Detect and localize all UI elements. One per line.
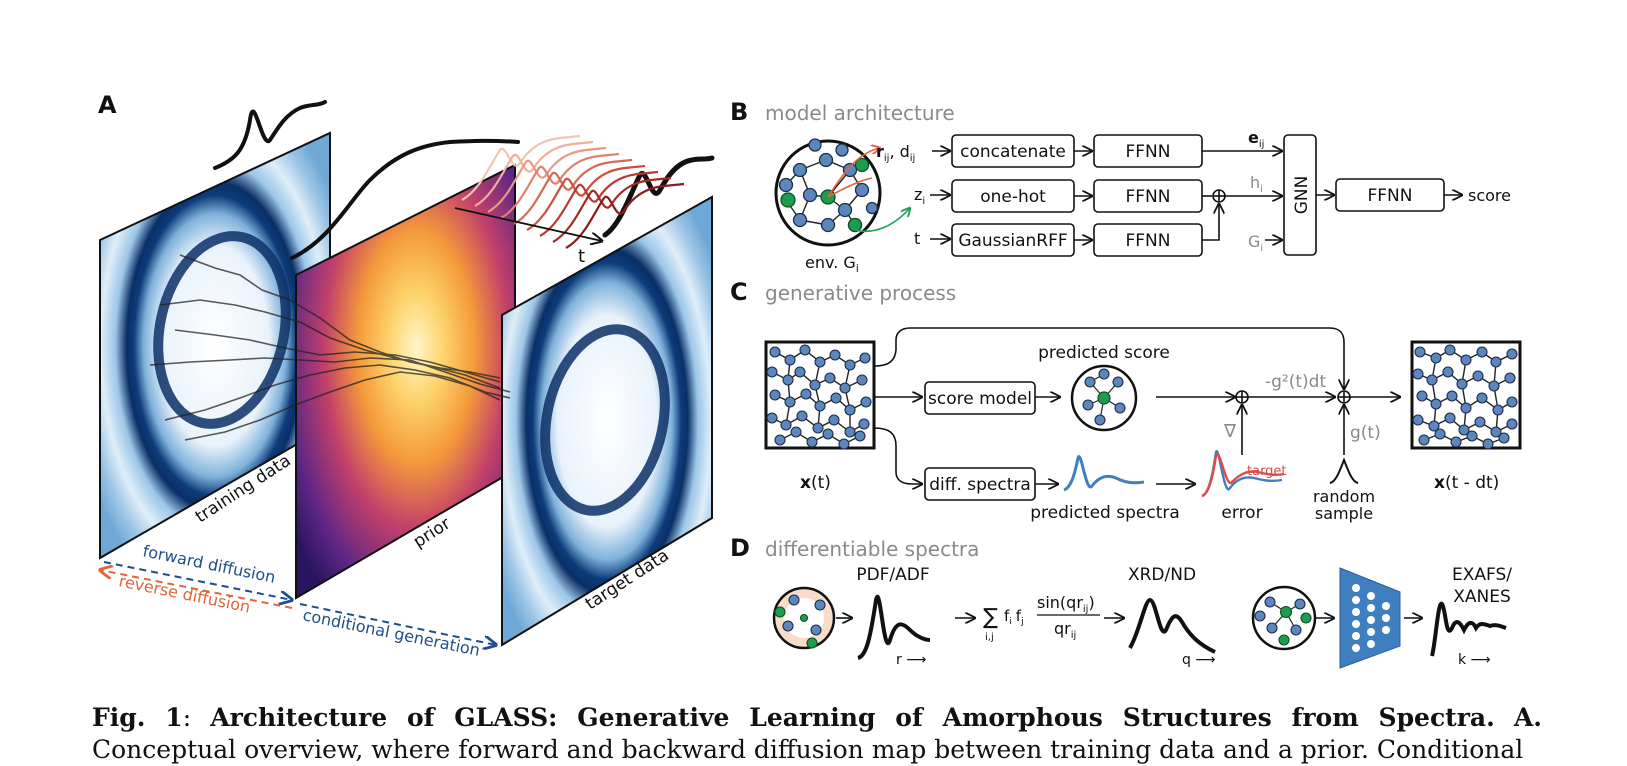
sum-node-1 bbox=[1235, 390, 1249, 404]
xanes-label: XANES bbox=[1453, 587, 1511, 607]
predicted-score-graph bbox=[1070, 364, 1138, 432]
random-sample-curve bbox=[1329, 457, 1359, 484]
conditional-generation-label: conditional generation bbox=[301, 605, 481, 660]
diff-spectra-box: diff. spectra bbox=[924, 467, 1036, 501]
panel-d: D differentiable spectra PDF/ADF r ⟶ ∑ i… bbox=[730, 534, 1512, 669]
ffnn-box-output: FFNN bbox=[1335, 178, 1445, 212]
svg-text:score model: score model bbox=[928, 389, 1032, 409]
caption-text: Conceptual overview, where forward and b… bbox=[92, 735, 1524, 764]
sum-node-2 bbox=[1337, 390, 1351, 404]
input-t: t bbox=[914, 229, 920, 248]
gt-label: g(t) bbox=[1350, 423, 1381, 443]
one-hot-box: one-hot bbox=[951, 179, 1075, 213]
panel-d-title: differentiable spectra bbox=[765, 537, 979, 561]
svg-text:FFNN: FFNN bbox=[1126, 231, 1171, 251]
panel-b-title: model architecture bbox=[765, 101, 955, 125]
input-rij-dij: rij, dij bbox=[876, 142, 915, 164]
figure-1: A bbox=[0, 91, 1522, 669]
time-axis-label: t bbox=[578, 246, 585, 267]
env-label: env. Gi bbox=[805, 253, 859, 275]
diffusion-trajectories bbox=[149, 254, 511, 441]
target-data-plane bbox=[501, 195, 713, 647]
edge-gi: Gi bbox=[1248, 232, 1263, 254]
edge-eij: eij bbox=[1248, 128, 1264, 150]
caption-title: Architecture of GLASS: Generative Learni… bbox=[210, 703, 1495, 732]
panel-c: C generative process x(t) bbox=[730, 278, 1522, 523]
exafs-structure bbox=[1251, 585, 1317, 651]
k-axis-label: k ⟶ bbox=[1458, 652, 1491, 668]
svg-text:GNN: GNN bbox=[1292, 176, 1312, 215]
time-axis-arrow bbox=[454, 207, 602, 241]
svg-text:concatenate: concatenate bbox=[960, 142, 1066, 162]
svg-text:FFNN: FFNN bbox=[1368, 186, 1413, 206]
sample-label: sample bbox=[1315, 504, 1373, 523]
svg-text:sin(qrij): sin(qrij) bbox=[1037, 593, 1095, 615]
gaussian-rff-box: GaussianRFF bbox=[951, 223, 1075, 257]
predicted-spectra-label: predicted spectra bbox=[1030, 503, 1180, 523]
exafs-curve bbox=[1430, 601, 1507, 657]
forward-diffusion-arrow bbox=[103, 561, 292, 600]
spectrum-curves bbox=[213, 100, 715, 260]
panel-a: A bbox=[98, 91, 715, 660]
caption-fig-number: Fig. 1 bbox=[92, 703, 183, 732]
panel-a-letter: A bbox=[98, 91, 117, 119]
error-plot bbox=[1201, 450, 1285, 498]
pdf-curve bbox=[857, 594, 931, 660]
xtdt-label: x(t - dt) bbox=[1434, 473, 1499, 493]
random-label: random bbox=[1313, 487, 1375, 506]
q-axis-label: q ⟶ bbox=[1182, 652, 1215, 668]
panel-b-letter: B bbox=[730, 98, 748, 126]
gnn-box: GNN bbox=[1283, 134, 1317, 256]
structure-xtdt bbox=[1410, 340, 1522, 450]
svg-text:qrij: qrij bbox=[1054, 619, 1076, 641]
reverse-diffusion-arrow bbox=[100, 570, 293, 609]
score-output-label: score bbox=[1468, 186, 1511, 205]
ffnn-box-1: FFNN bbox=[1093, 134, 1203, 168]
svg-text:diff. spectra: diff. spectra bbox=[929, 475, 1031, 495]
pdf-adf-label: PDF/ADF bbox=[856, 565, 929, 585]
target-label: target bbox=[1247, 464, 1287, 479]
panel-b: B model architecture bbox=[730, 98, 1511, 275]
figure-caption: Fig. 1: Architecture of GLASS: Generativ… bbox=[92, 703, 1542, 764]
error-label: error bbox=[1221, 503, 1262, 523]
panel-c-title: generative process bbox=[765, 281, 956, 305]
exafs-label: EXAFS/ bbox=[1452, 565, 1512, 585]
panel-c-letter: C bbox=[730, 278, 748, 306]
r-axis-label: r ⟶ bbox=[896, 652, 926, 668]
neural-network-icon bbox=[1339, 567, 1401, 669]
ffnn-box-2: FFNN bbox=[1093, 179, 1203, 213]
caption-panel-a: A. bbox=[1513, 703, 1542, 732]
svg-text:i,j: i,j bbox=[985, 632, 994, 643]
svg-text:one-hot: one-hot bbox=[980, 187, 1046, 207]
predicted-score-label: predicted score bbox=[1038, 343, 1170, 363]
ffnn-box-3: FFNN bbox=[1093, 223, 1203, 257]
concatenate-box: concatenate bbox=[951, 134, 1075, 168]
spectrum-waterfall bbox=[461, 134, 685, 249]
input-zi: zi bbox=[914, 185, 925, 207]
environment-graph: env. Gi bbox=[774, 138, 910, 275]
xrd-curve bbox=[1128, 597, 1216, 654]
edge-hi: hi bbox=[1250, 173, 1263, 195]
predicted-spectra-curve bbox=[1063, 455, 1145, 492]
svg-text:FFNN: FFNN bbox=[1126, 187, 1171, 207]
pdf-structure bbox=[772, 586, 836, 650]
score-model-box: score model bbox=[924, 381, 1036, 415]
xrd-nd-label: XRD/ND bbox=[1128, 565, 1196, 585]
conditional-generation-arrow bbox=[299, 603, 496, 645]
svg-text:GaussianRFF: GaussianRFF bbox=[958, 231, 1067, 251]
nabla-label: ∇ bbox=[1223, 421, 1237, 442]
xt-label: x(t) bbox=[800, 473, 831, 493]
g-term-label: -g²(t)dt bbox=[1265, 372, 1326, 392]
svg-text:∑: ∑ bbox=[983, 605, 998, 630]
panel-d-letter: D bbox=[730, 534, 750, 562]
svg-text:FFNN: FFNN bbox=[1126, 142, 1171, 162]
structure-xt bbox=[764, 340, 876, 450]
